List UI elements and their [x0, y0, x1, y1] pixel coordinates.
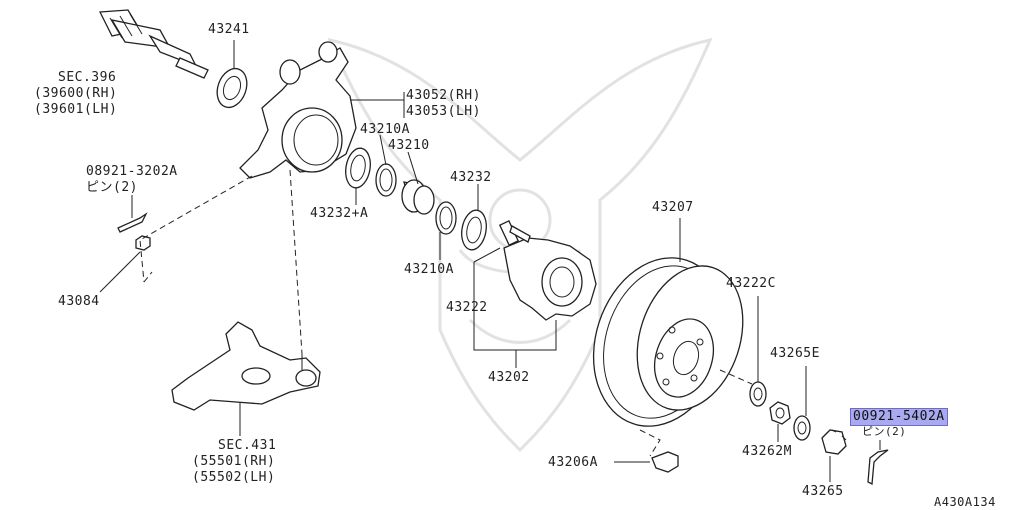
label-sec396: SEC.396: [58, 70, 117, 85]
label-43241: 43241: [208, 22, 250, 37]
seal-43241: [216, 67, 248, 109]
lock-nut: [821, 429, 847, 455]
wheel-hub: [498, 220, 597, 321]
label-08921: 08921-3202A: [86, 164, 178, 179]
label-39601: (39601(LH): [34, 102, 118, 117]
label-00921-highlighted[interactable]: 00921-5402A: [850, 408, 948, 426]
label-43207: 43207: [652, 200, 694, 215]
steering-knuckle: [239, 41, 357, 179]
label-43053: 43053(LH): [406, 104, 481, 119]
brake-rotor: [592, 257, 744, 427]
label-43262M: 43262M: [742, 444, 792, 459]
label-43232A: 43232+A: [310, 206, 369, 221]
drive-shaft: [98, 9, 209, 79]
label-43084: 43084: [58, 294, 100, 309]
label-43222C: 43222C: [726, 276, 776, 291]
label-pin-b: ピン(2): [862, 425, 907, 438]
label-43206A: 43206A: [548, 455, 598, 470]
label-55502: (55502(LH): [192, 470, 276, 485]
label-sec431: SEC.431: [218, 438, 277, 453]
label-43210A-bot: 43210A: [404, 262, 454, 277]
label-pin-a: ピン(2): [86, 180, 138, 195]
label-43210: 43210: [388, 138, 430, 153]
label-39600: (39600(RH): [34, 86, 118, 101]
diagram-reference-code: A430A134: [934, 495, 996, 509]
label-43202: 43202: [488, 370, 530, 385]
label-43222: 43222: [446, 300, 488, 315]
lower-control-arm: [171, 321, 321, 411]
label-43052: 43052(RH): [406, 88, 481, 103]
label-43265: 43265: [802, 484, 844, 499]
label-55501: (55501(RH): [192, 454, 276, 469]
label-43232: 43232: [450, 170, 492, 185]
label-43210A-top: 43210A: [360, 122, 410, 137]
wheel-bearing: [401, 179, 435, 215]
label-43265E: 43265E: [770, 346, 820, 361]
